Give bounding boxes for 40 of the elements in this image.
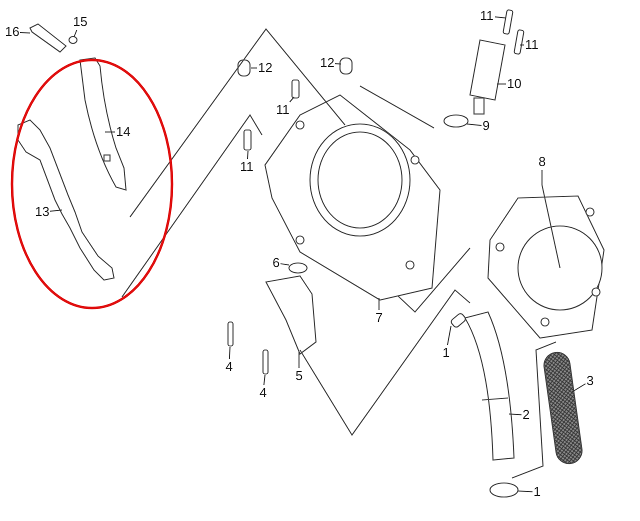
callout-number: 12 [320, 56, 334, 70]
callout-number: 7 [376, 311, 383, 325]
callout-number: 16 [5, 25, 20, 39]
callout-number: 1 [534, 485, 541, 499]
callout-number: 5 [296, 369, 303, 383]
callout-number: 4 [260, 386, 267, 400]
leader-line [263, 374, 266, 386]
callout-number: 9 [482, 119, 490, 133]
leader-line [20, 32, 30, 34]
leader-line [494, 16, 506, 18]
leader-line [247, 150, 248, 160]
leader-line [466, 124, 482, 126]
leader-line [228, 346, 230, 360]
callout-number: 14 [116, 125, 130, 139]
callout-number: 2 [522, 408, 530, 422]
leader-line [518, 490, 533, 492]
callout-number: 4 [226, 360, 233, 374]
leader-line [378, 298, 380, 310]
callout-number: 15 [73, 15, 88, 29]
leader-line [50, 210, 62, 212]
leader-line [74, 30, 78, 38]
callout-number: 10 [507, 77, 522, 91]
callout-number: 11 [525, 38, 538, 52]
leader-line [334, 63, 342, 64]
callout-number: 11 [240, 160, 254, 174]
callout-number: 3 [586, 374, 594, 388]
callout-number: 12 [258, 61, 272, 75]
leader-line [572, 383, 586, 392]
leader-line [508, 414, 522, 416]
callout-number: 11 [480, 9, 494, 23]
leader-line [289, 96, 294, 102]
callout-number: 11 [276, 103, 290, 117]
callout-number: 1 [442, 346, 450, 360]
leader-line [298, 352, 300, 368]
callout-number: 6 [272, 256, 280, 270]
leader-line [280, 263, 290, 266]
callout-number: 8 [538, 155, 546, 169]
leader-line [446, 326, 452, 346]
callout-number: 13 [35, 205, 50, 219]
leader-line [520, 44, 524, 46]
